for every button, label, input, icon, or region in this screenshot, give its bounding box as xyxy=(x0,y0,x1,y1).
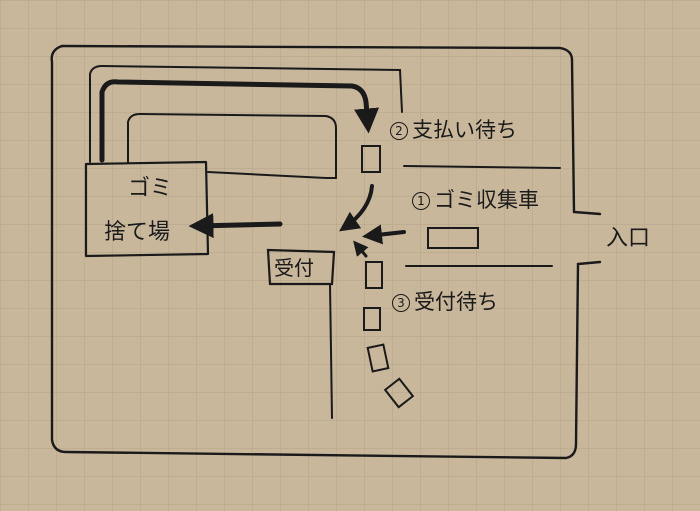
vehicle-waiting-4 xyxy=(383,377,415,409)
label-garbage-dump: 捨て場 xyxy=(104,220,171,245)
inner-loop-bottom-line xyxy=(207,171,337,179)
route-arrow-from-payment xyxy=(339,184,374,232)
reception-booth xyxy=(266,248,336,286)
outer-wall-bottom xyxy=(50,44,602,460)
outer-wall-top xyxy=(60,44,602,216)
route-arrow-queue-up xyxy=(353,240,369,258)
route-arrow-to-payment xyxy=(99,79,380,163)
vehicle-waiting-1 xyxy=(365,261,383,289)
vehicle-waiting-2 xyxy=(363,307,381,331)
vehicle-waiting-payment xyxy=(361,145,381,173)
label-waiting-reception-text: 受付待ち xyxy=(414,290,498,314)
label-garbage-truck-text: ゴミ収集車 xyxy=(434,188,539,212)
garbage-truck-vehicle xyxy=(427,227,479,249)
lane-divider-top xyxy=(403,165,561,169)
number-2-badge: 2 xyxy=(390,122,408,140)
label-gomi: ゴミ xyxy=(128,176,173,201)
number-3-badge: 3 xyxy=(392,294,410,312)
label-entrance: 入口 xyxy=(606,226,651,251)
label-reception: 受付 xyxy=(274,256,314,280)
inner-loop-inner-line xyxy=(127,112,337,179)
route-arrow-to-dump xyxy=(188,213,283,239)
reception-wall-line xyxy=(329,283,333,419)
route-arrow-truck-entry xyxy=(362,224,406,245)
inner-loop-outer-line xyxy=(89,64,403,163)
vehicle-waiting-3 xyxy=(366,343,390,373)
garbage-dump-box xyxy=(84,160,210,258)
number-1-badge: 1 xyxy=(412,192,430,210)
label-waiting-payment-text: 支払い待ち xyxy=(412,118,517,142)
